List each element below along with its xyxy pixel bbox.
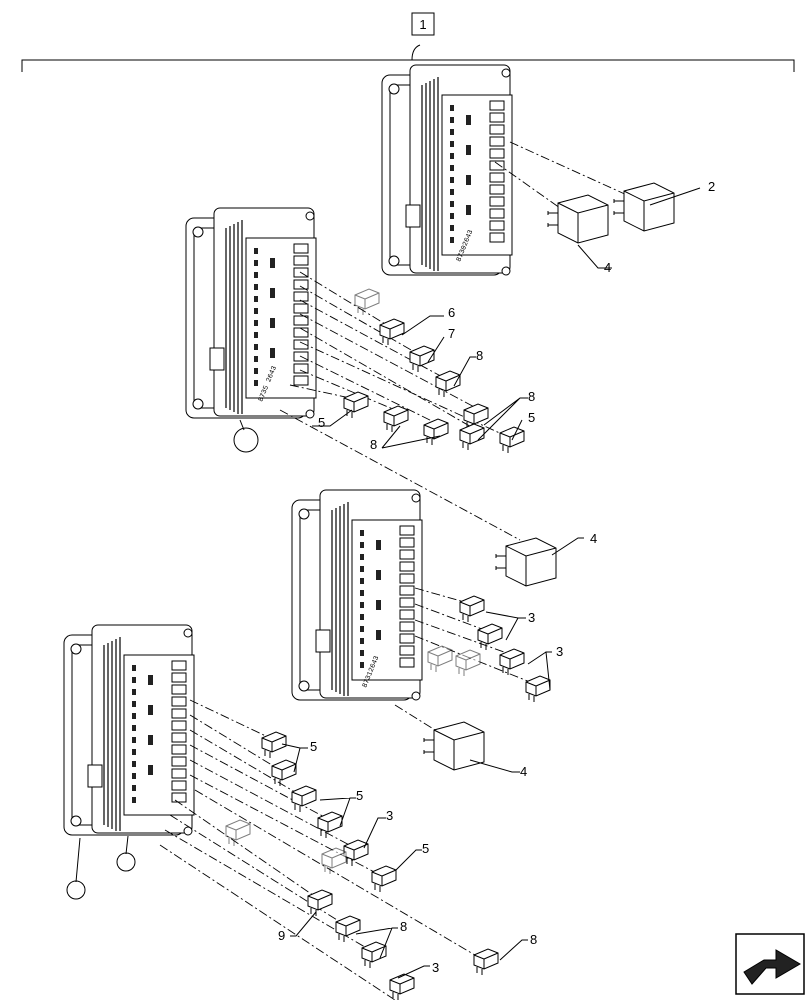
fuse-box-center: 87312643 (291, 489, 423, 701)
relay-item-2 (613, 182, 675, 232)
assembly-bracket (21, 12, 795, 72)
callout-5: 5 (356, 788, 363, 803)
leader-lines (159, 141, 661, 1000)
fuse-box-bottom-left (63, 624, 195, 900)
callout-5: 5 (528, 410, 535, 425)
callout-4: 4 (590, 531, 597, 546)
callout-3: 3 (386, 808, 393, 823)
relay-item-4-bottom (423, 721, 485, 771)
callout-5: 5 (310, 739, 317, 754)
next-page-arrow-icon[interactable] (735, 933, 805, 995)
relay-item-4-top (547, 194, 609, 244)
relay-item-4-middle (495, 537, 557, 587)
callout-2: 2 (708, 179, 715, 194)
callout-3: 3 (556, 644, 563, 659)
callout-5: 5 (422, 841, 429, 856)
fuse-box-top-right: 87302643 (381, 64, 513, 276)
callout-5: 5 (318, 415, 325, 430)
callout-8: 8 (370, 437, 377, 452)
callout-3: 3 (528, 610, 535, 625)
fuse-group-middle (343, 288, 525, 454)
callout-4: 4 (604, 260, 611, 275)
assembly-callout: 1 (419, 17, 426, 32)
callout-4: 4 (520, 764, 527, 779)
callout-9: 9 (278, 928, 285, 943)
callout-8: 8 (476, 348, 483, 363)
callout-7: 7 (448, 326, 455, 341)
fuse-box-middle-left: 8735 2643 (185, 207, 317, 453)
callout-8: 8 (530, 932, 537, 947)
callout-6: 6 (448, 305, 455, 320)
callout-8: 8 (400, 919, 407, 934)
callout-8: 8 (528, 389, 535, 404)
callouts: 2 4 6 7 8 8 5 5 8 4 3 3 4 5 5 3 5 (278, 179, 715, 979)
callout-3: 3 (432, 960, 439, 975)
